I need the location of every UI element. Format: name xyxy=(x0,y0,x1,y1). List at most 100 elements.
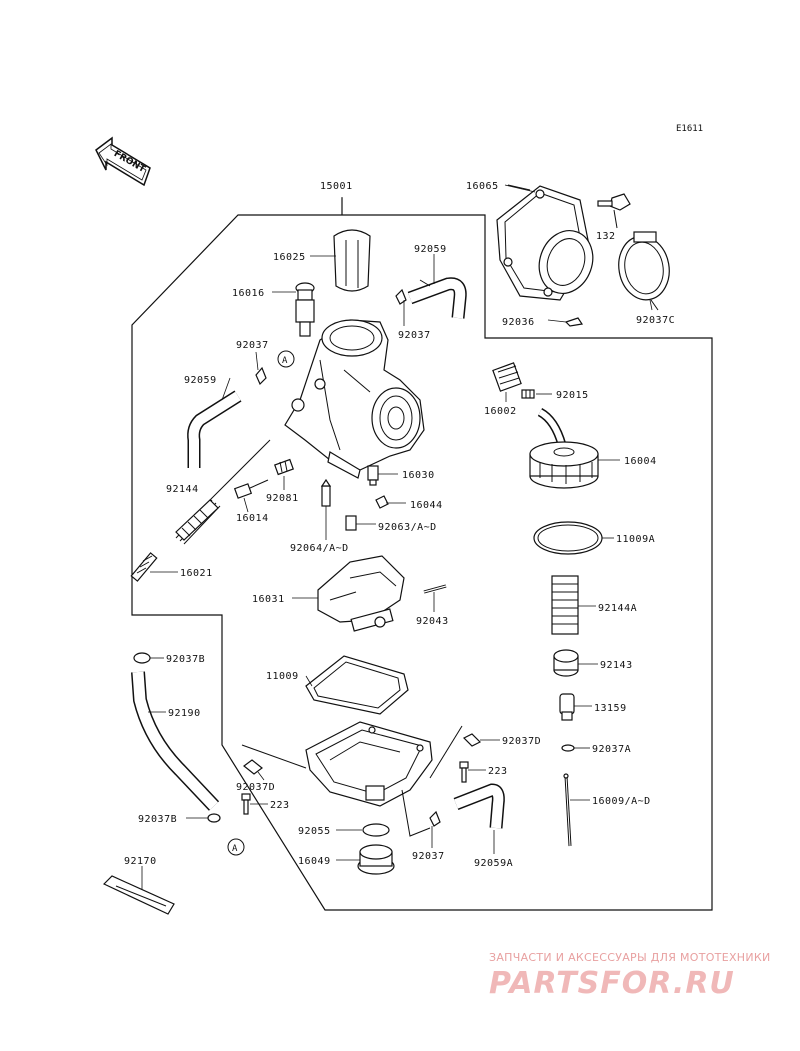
label-16065: 16065 xyxy=(466,181,499,192)
spring-92081-part xyxy=(274,458,294,476)
label-16049: 16049 xyxy=(298,856,331,867)
watermark-subtitle: ЗАПЧАСТИ И АКСЕССУАРЫ ДЛЯ МОТОТЕХНИКИ xyxy=(489,951,771,964)
screw-16021-part xyxy=(130,552,158,582)
label-16014: 16014 xyxy=(236,513,269,524)
label-15001: 15001 xyxy=(320,181,353,192)
watermark-brand: PARTSFOR.RU xyxy=(489,966,735,1001)
tube-92059a-part xyxy=(453,783,505,829)
label-92059-upper: 92059 xyxy=(414,244,447,255)
label-92043: 92043 xyxy=(416,616,449,627)
oring-92055-part xyxy=(362,823,390,837)
jet-16030-part xyxy=(367,465,379,486)
gasket-11009-part xyxy=(305,655,409,715)
label-92037-vent: 92037 xyxy=(398,330,431,341)
ref-marker-upper: A xyxy=(277,350,295,368)
label-92059-left: 92059 xyxy=(184,375,217,386)
label-16004: 16004 xyxy=(624,456,657,467)
label-92190: 92190 xyxy=(168,708,201,719)
spring-92144-part xyxy=(175,499,221,545)
clip-92037-bottom-part xyxy=(429,810,441,827)
label-11009: 11009 xyxy=(266,671,299,682)
plug-16049-part xyxy=(357,844,395,875)
label-223-left: 223 xyxy=(270,800,290,811)
label-92055: 92055 xyxy=(298,826,331,837)
leader-bowl-bottom xyxy=(401,789,431,837)
screw-16016-part xyxy=(295,282,315,337)
nut-92143-part xyxy=(553,649,579,677)
mixing-chamber-cap-part xyxy=(529,408,599,489)
spring-92015-part xyxy=(521,389,535,399)
ref-marker-upper-text: A xyxy=(282,356,288,366)
label-92037b-bottom: 92037B xyxy=(138,814,177,825)
oring-11009a-part xyxy=(533,521,603,555)
label-92143: 92143 xyxy=(600,660,633,671)
screw-16014-part xyxy=(233,479,269,499)
diagram-code: E1611 xyxy=(676,124,703,134)
float-16031-part xyxy=(317,555,405,632)
label-92036: 92036 xyxy=(502,317,535,328)
clip-92037-vent-part xyxy=(395,288,407,305)
label-92144a: 92144A xyxy=(598,603,637,614)
screw-223-right-part xyxy=(459,761,469,783)
label-16021: 16021 xyxy=(180,568,213,579)
part-16044 xyxy=(375,495,389,509)
clip-92037a-part xyxy=(561,744,575,752)
label-92037c: 92037C xyxy=(636,315,675,326)
ref-marker-lower-text: A xyxy=(232,844,238,854)
part-labels: 15001 16065 132 16025 92059 16016 92037 … xyxy=(124,181,675,869)
clip-92037b-bottom-part xyxy=(207,813,221,823)
label-92081: 92081 xyxy=(266,493,299,504)
label-92037d-left: 92037D xyxy=(236,782,275,793)
inlet-manifold-part xyxy=(496,184,594,301)
label-92037-bottom: 92037 xyxy=(412,851,445,862)
label-92064: 92064/A~D xyxy=(290,543,349,554)
fitting-92037d-right-part xyxy=(462,733,482,747)
throttle-valve-part xyxy=(333,229,371,292)
leader-92144 xyxy=(209,439,271,501)
label-16044: 16044 xyxy=(410,500,443,511)
label-92037a: 92037A xyxy=(592,744,631,755)
bolt-132-part xyxy=(597,193,631,229)
carburetor-body-part xyxy=(284,319,425,479)
float-bowl-part xyxy=(305,721,433,807)
front-arrow-icon: FRONT xyxy=(95,136,151,187)
label-132: 132 xyxy=(596,231,616,242)
leader-lines xyxy=(141,184,653,890)
spring-92144a-part xyxy=(551,575,579,635)
clip-92036-part xyxy=(564,317,584,327)
label-223-right: 223 xyxy=(488,766,508,777)
leader-bowl-right xyxy=(429,725,463,779)
label-16025: 16025 xyxy=(273,252,306,263)
clip-92037-upper-part xyxy=(255,366,267,386)
leader-bowl-left xyxy=(241,744,307,769)
assembly-frame xyxy=(131,197,713,911)
label-92170: 92170 xyxy=(124,856,157,867)
clip-92037b-top-part xyxy=(133,652,151,664)
screw-223-left-part xyxy=(241,793,251,815)
label-16016: 16016 xyxy=(232,288,265,299)
jet-needle-16009-part xyxy=(563,773,572,847)
vent-tube-upper-part xyxy=(407,277,467,319)
label-92037b-top: 92037B xyxy=(166,654,205,665)
vent-tube-left-part xyxy=(187,390,242,468)
fitting-92037d-left-part xyxy=(243,759,263,775)
label-92144: 92144 xyxy=(166,484,199,495)
ref-marker-lower: A xyxy=(227,838,245,856)
label-16031: 16031 xyxy=(252,594,285,605)
label-92059a: 92059A xyxy=(474,858,513,869)
needle-holder-13159-part xyxy=(559,693,575,721)
label-13159: 13159 xyxy=(594,703,627,714)
hose-92190-part xyxy=(131,671,220,811)
pilot-jet-92063-part xyxy=(345,515,357,531)
label-92037-upper: 92037 xyxy=(236,340,269,351)
label-16030: 16030 xyxy=(402,470,435,481)
label-16002: 16002 xyxy=(484,406,517,417)
clamp-92037c-part xyxy=(618,231,670,311)
plate-92170-part xyxy=(102,875,175,915)
spring-16002-part xyxy=(492,362,522,392)
label-11009a: 11009A xyxy=(616,534,655,545)
needle-jet-92064-part xyxy=(320,478,332,507)
label-92015: 92015 xyxy=(556,390,589,401)
